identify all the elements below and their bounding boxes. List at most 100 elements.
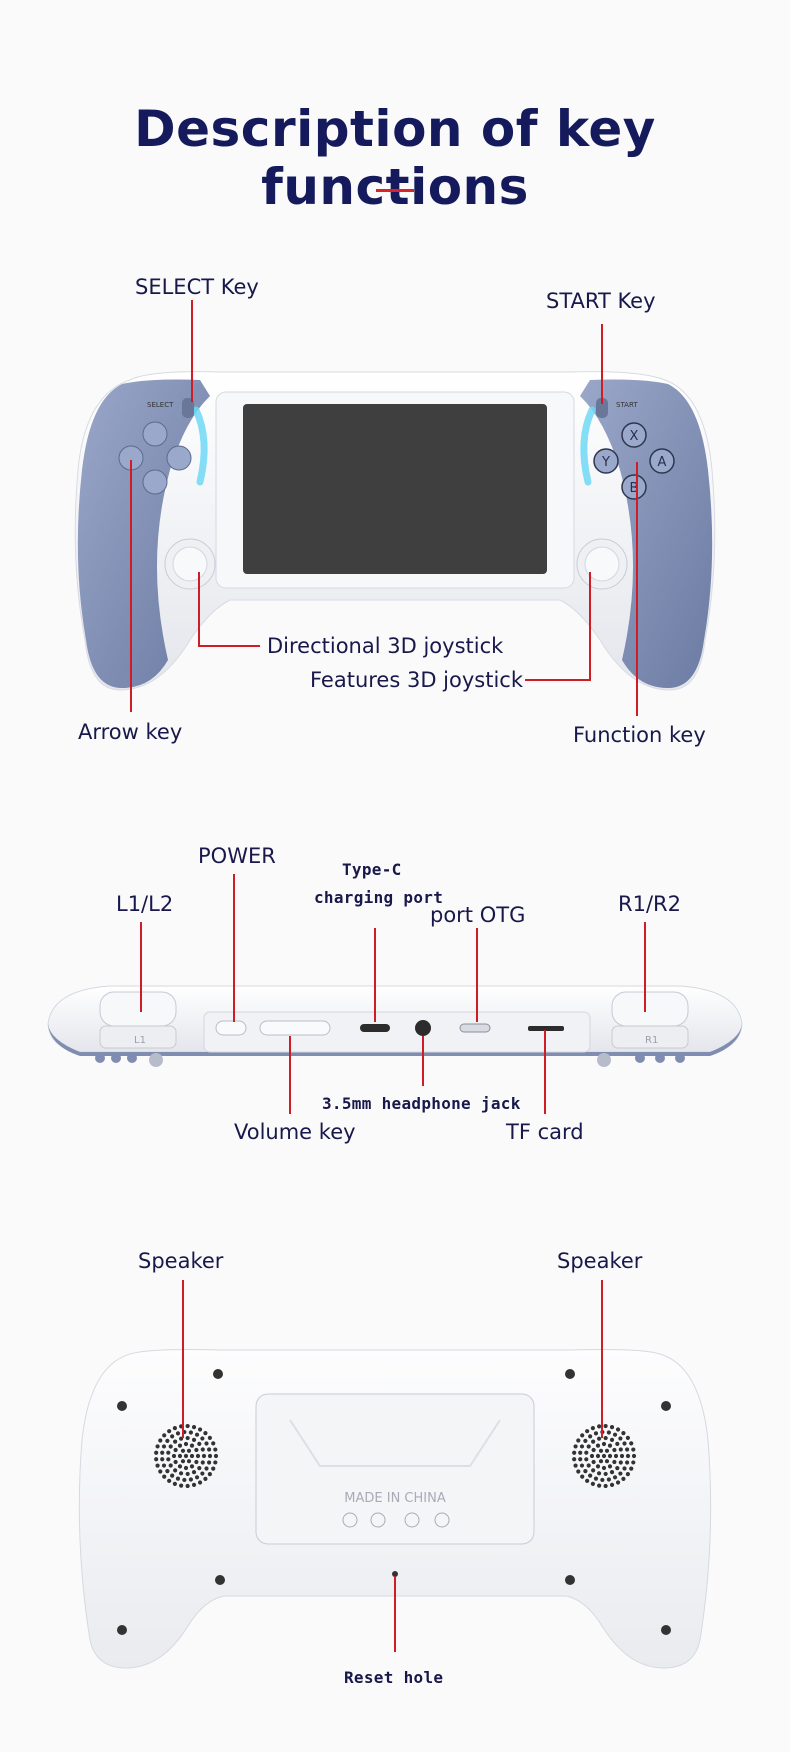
speaker-hole: [155, 1444, 160, 1449]
speaker-hole: [162, 1474, 167, 1479]
speaker-hole: [177, 1453, 183, 1459]
speaker-hole: [161, 1444, 167, 1449]
speaker-hole: [161, 1463, 167, 1468]
speaker-hole: [596, 1436, 602, 1441]
speaker-hole: [613, 1453, 619, 1459]
speaker-hole: [165, 1469, 170, 1474]
page-title: Description of key functions: [134, 100, 656, 216]
speaker-hole: [165, 1438, 170, 1443]
made-in-china: MADE IN CHINA: [344, 1491, 446, 1506]
speaker-hole: [604, 1459, 610, 1464]
speaker-hole: [188, 1430, 193, 1435]
speaker-hole: [166, 1457, 171, 1462]
r1-r2-line: [644, 922, 646, 1012]
speaker-hole: [607, 1443, 613, 1448]
speaker-hole: [598, 1459, 604, 1464]
speaker-hole: [191, 1437, 197, 1442]
speaker-hole: [631, 1447, 636, 1452]
type-c-line: [374, 928, 376, 1022]
speaker-hole: [607, 1453, 613, 1459]
speaker-hole: [173, 1468, 178, 1473]
speaker-hole: [213, 1453, 219, 1459]
speaker-hole: [588, 1473, 593, 1478]
speaker-hole: [180, 1448, 186, 1453]
speaker-hole: [160, 1457, 165, 1462]
speaker-hole: [573, 1463, 578, 1468]
speaker-hole: [586, 1463, 591, 1468]
headphone-jack-label: 3.5mm headphone jack: [322, 1094, 521, 1113]
speaker-hole: [175, 1476, 181, 1481]
speaker-hole: [625, 1472, 630, 1477]
speaker-hole: [576, 1469, 581, 1474]
speaker-hole: [585, 1478, 590, 1483]
type-c-label-2: charging port: [314, 888, 444, 907]
speaker-hole: [597, 1483, 602, 1488]
speaker-hole: [183, 1441, 189, 1447]
speaker-hole: [631, 1460, 636, 1465]
speaker-hole: [615, 1441, 620, 1446]
speaker-hole: [183, 1453, 189, 1459]
speaker-hole: [600, 1477, 605, 1483]
speaker-hole: [622, 1441, 627, 1446]
speaker-hole: [615, 1427, 621, 1432]
speaker-hole: [612, 1432, 618, 1437]
speaker-hole: [211, 1466, 216, 1471]
speaker-hole: [598, 1448, 604, 1453]
speaker-hole: [182, 1477, 187, 1483]
speaker-hole: [189, 1443, 195, 1448]
speaker-hole: [603, 1471, 608, 1477]
speaker-hole: [160, 1450, 165, 1455]
speaker-hole: [177, 1464, 183, 1469]
l1-l2-label: L1/L2: [116, 892, 174, 916]
speaker-hole: [591, 1439, 596, 1444]
speaker-hole: [625, 1453, 631, 1459]
l1-l2-line: [140, 922, 142, 1012]
speaker-hole: [173, 1439, 178, 1444]
speaker-hole: [172, 1426, 177, 1431]
speaker-hole: [191, 1482, 197, 1488]
speaker-hole: [207, 1472, 212, 1477]
tf-card-line: [544, 1030, 546, 1114]
btn-b-text: B: [630, 481, 639, 496]
speaker-hole: [603, 1483, 608, 1489]
speaker-hole: [194, 1432, 200, 1437]
speaker-hole: [158, 1469, 163, 1474]
tf-card-label: TF card: [506, 1120, 584, 1144]
speaker-hole: [618, 1436, 623, 1441]
start-key-label: START Key: [546, 289, 656, 313]
speaker-hole: [612, 1459, 617, 1465]
speaker-hole: [573, 1444, 578, 1449]
directional-joystick-label: Directional 3D joystick: [267, 634, 504, 658]
speaker-hole: [615, 1466, 620, 1471]
speaker-hole: [171, 1453, 177, 1459]
speaker-hole: [191, 1424, 197, 1430]
speaker-hole: [185, 1423, 190, 1429]
speaker-hole: [200, 1460, 205, 1465]
speaker-hole: [167, 1478, 172, 1483]
speaker-right-line: [601, 1280, 603, 1438]
speaker-hole: [622, 1466, 627, 1471]
speaker-hole: [195, 1453, 201, 1459]
speaker-hole: [167, 1429, 172, 1434]
speaker-hole: [180, 1459, 186, 1464]
speaker-hole: [200, 1447, 205, 1452]
speaker-hole: [621, 1431, 626, 1436]
speaker-hole: [595, 1443, 601, 1448]
speaker-hole: [185, 1471, 190, 1477]
directional-joystick-line-v: [198, 572, 200, 646]
speaker-hole: [186, 1448, 192, 1453]
function-key-line: [636, 462, 638, 716]
speaker-hole: [194, 1475, 200, 1480]
volume-key-line: [289, 1036, 291, 1114]
speaker-hole: [601, 1465, 607, 1471]
speaker-hole: [572, 1457, 577, 1462]
start-print: START: [616, 401, 638, 409]
speaker-hole: [197, 1480, 203, 1485]
speaker-hole: [615, 1480, 621, 1485]
speaker-hole: [207, 1453, 213, 1459]
speaker-hole: [168, 1463, 173, 1468]
speaker-hole: [589, 1453, 595, 1459]
speaker-hole: [591, 1447, 596, 1453]
speaker-hole: [185, 1435, 190, 1441]
